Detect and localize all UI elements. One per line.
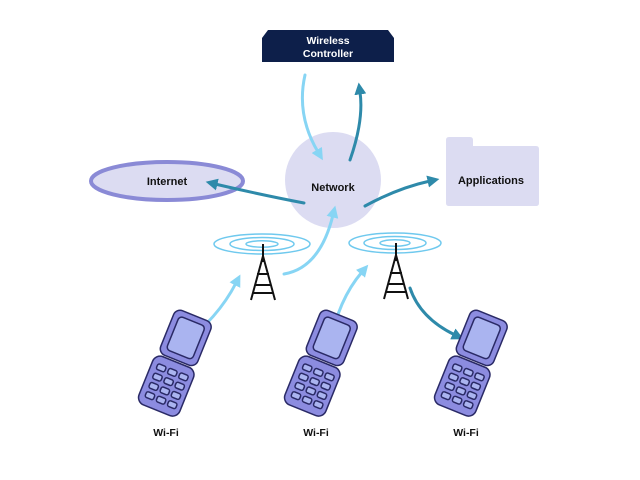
device-label: Wi-Fi <box>453 427 479 439</box>
flip-phone-icon <box>137 309 212 417</box>
wireless-controller: Wireless Controller <box>262 30 394 62</box>
internet-node: Internet <box>89 160 245 202</box>
folder-icon <box>446 137 539 206</box>
device-label: Wi-Fi <box>153 427 179 439</box>
controller-label-line2: Controller <box>303 48 353 60</box>
arrow-network-to-controller <box>348 82 367 162</box>
network-label: Network <box>311 182 355 194</box>
phone-3 <box>433 309 508 417</box>
internet-label: Internet <box>147 176 188 188</box>
device-label: Wi-Fi <box>303 427 329 439</box>
arrow-network-to-internet <box>205 178 306 205</box>
phone-1 <box>137 309 212 417</box>
arrow-network-to-applications <box>363 175 440 208</box>
arrow-controller-to-network <box>300 73 323 161</box>
flip-phone-icon <box>283 309 358 417</box>
applications-node: Applications <box>446 137 539 206</box>
arrow-tower-to-network <box>282 205 339 276</box>
cell-tower-icon <box>383 243 409 300</box>
cell-tower-icon <box>250 244 276 301</box>
network-hub: Network <box>285 132 381 228</box>
controller-label-line1: Wireless <box>306 35 349 47</box>
flip-phone-icon <box>433 309 508 417</box>
arrow-tower-to-phone3 <box>408 286 464 340</box>
router-icon <box>262 30 394 62</box>
applications-label: Applications <box>458 175 524 187</box>
cloud-icon <box>89 160 245 202</box>
phone-2 <box>283 309 358 417</box>
